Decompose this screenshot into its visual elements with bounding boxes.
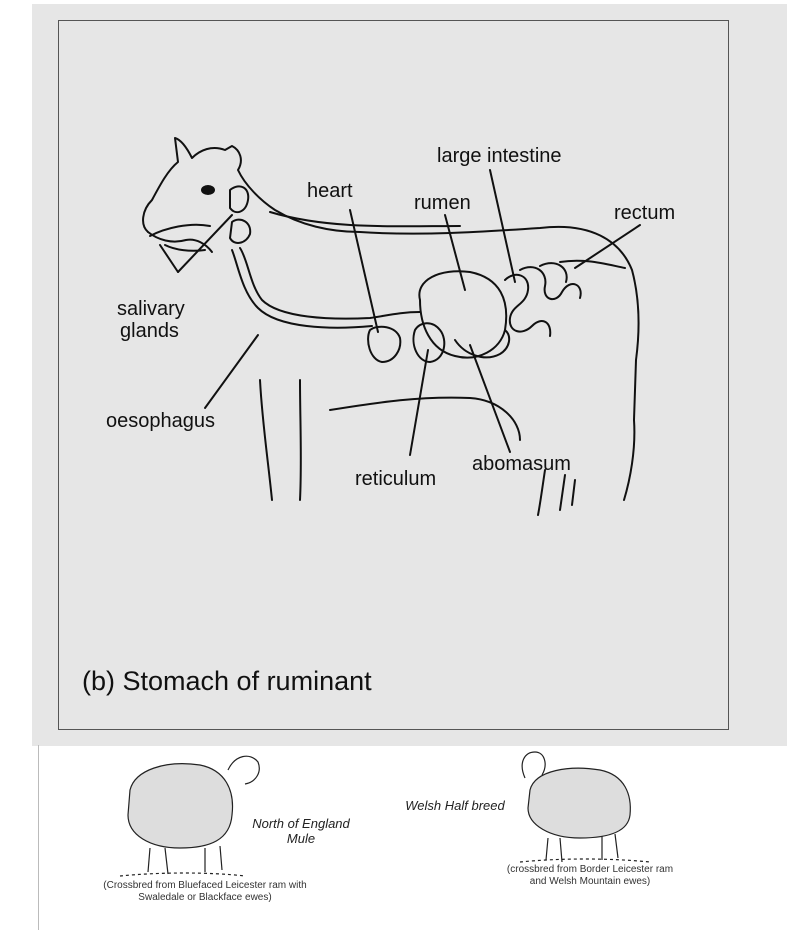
breed-note-mule: (Crossbred from Bluefaced Leicester ram … — [60, 880, 350, 904]
breed-note-welsh-line2: and Welsh Mountain ewes) — [470, 876, 710, 888]
breed-name-mule-line2: Mule — [236, 831, 366, 846]
breed-name-welsh-line1: Welsh Half breed — [390, 798, 520, 813]
breed-note-mule-line1: (Crossbred from Bluefaced Leicester ram … — [60, 880, 350, 892]
breed-name-mule: North of England Mule — [236, 816, 366, 846]
breed-note-welsh: (crossbred from Border Leicester ram and… — [470, 864, 710, 888]
sheep-illustration-welsh — [520, 752, 650, 862]
breed-note-mule-line2: Swaledale or Blackface ewes) — [60, 892, 350, 904]
breed-note-welsh-line1: (crossbred from Border Leicester ram — [470, 864, 710, 876]
breed-name-welsh: Welsh Half breed — [390, 798, 520, 813]
breed-name-mule-line1: North of England — [236, 816, 366, 831]
